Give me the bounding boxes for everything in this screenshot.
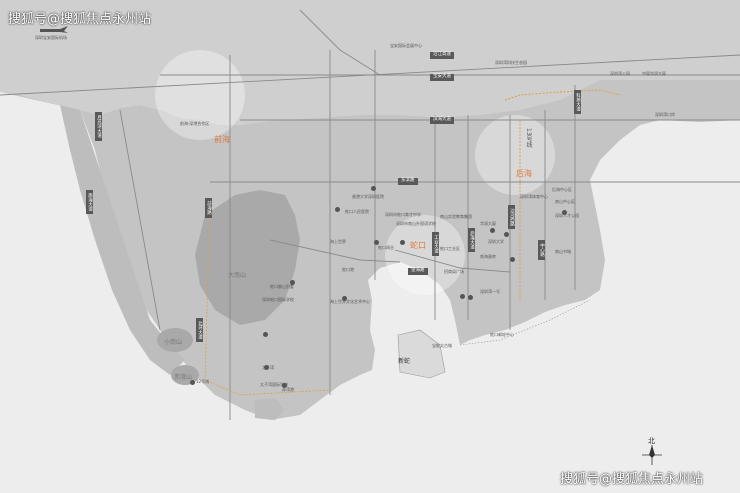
poi-dot[interactable] (510, 257, 515, 262)
district-qianhai: 前海 (214, 135, 230, 144)
road-tag-4: 东滨路 (398, 178, 418, 185)
poi-label: 深圳湾口岸 (655, 112, 675, 117)
poi-dot[interactable] (290, 280, 295, 285)
poi-label: 宝能太古城 (432, 343, 452, 348)
poi-label: 蛇口工业区 (440, 246, 460, 251)
road-tag-13: 望海路 (408, 268, 428, 275)
road-tag-3: 滨海大道 (430, 117, 454, 124)
poi-label: 海上世界文化艺术中心 (330, 299, 370, 304)
watermark-top: 搜狐号@搜狐焦点永州站 (8, 12, 152, 27)
road-tag-5: 前海路 (205, 198, 212, 218)
poi-label: 深圳人才公园 (555, 213, 579, 218)
poi-label: 深圳湾体育中心 (520, 194, 548, 199)
mountain-xiaonan: 小南山 (164, 339, 183, 346)
road-tag-12: 工业大道 (432, 232, 439, 256)
poi-dot[interactable] (190, 380, 195, 385)
road-tag-1: 沿江高速 (430, 52, 454, 59)
poi-dot[interactable] (335, 207, 340, 212)
poi-label: 深圳市蛇口育才中学 (385, 212, 421, 217)
road-tag-11: 中心路 (538, 240, 545, 260)
airport-label: 深圳宝安国际机场 (35, 35, 67, 40)
poi-label: 太子湾国际学校 (260, 382, 288, 387)
poi-label: 蛇口鲸山别墅 (270, 284, 294, 289)
poi-label: 赤湾港 (282, 387, 294, 392)
poi-dot[interactable] (374, 240, 379, 245)
poi-label: 宝安国际会展中心 (390, 43, 422, 48)
road-tag-2: 宝安大道 (430, 74, 454, 81)
poi-label: 中国华润大厦 (642, 71, 666, 76)
poi-label: 香港大学深圳医院 (352, 194, 384, 199)
poi-dot[interactable] (264, 365, 269, 370)
poi-label: 蛇口人民医院 (345, 209, 369, 214)
poi-label: 深圳大学 (488, 239, 504, 244)
poi-dot[interactable] (342, 296, 347, 301)
poi-dot[interactable] (460, 294, 465, 299)
poi-label: 海上世界 (330, 239, 346, 244)
poi-label: 南山书城 (555, 249, 571, 254)
poi-label: 前海·深港合作区 (180, 121, 210, 126)
poi-dot[interactable] (468, 295, 473, 300)
road-tag-7: 南海大道 (86, 190, 93, 214)
road-tag-10: 沙河西路 (508, 205, 515, 229)
island-label: 新蛇 (398, 358, 411, 365)
road-tag-6: 月亮湾大道 (95, 112, 102, 141)
district-houhai: 后海 (516, 169, 532, 178)
poi-label: 深圳湾公园 (610, 71, 630, 76)
poi-label: 南山中心区 (555, 199, 575, 204)
poi-label: 深圳市南山外国语学校 (396, 221, 436, 226)
poi-label: 深圳湾一号 (480, 289, 500, 294)
poi-dot[interactable] (400, 240, 405, 245)
poi-label: 招商局广场 (444, 269, 464, 274)
poi-label: 南海意库 (480, 254, 496, 259)
poi-dot[interactable] (282, 383, 287, 388)
poi-label: 后海中心区 (552, 187, 572, 192)
mountain-chiwan: 赤湾山 (174, 374, 193, 381)
poi-label: 深圳湾科技生态园 (495, 60, 527, 65)
district-shekou: 蛇口 (410, 241, 426, 250)
road-tag-14: 北环大道 (196, 318, 203, 342)
mountain-danan: 大南山 (228, 272, 247, 279)
poi-dot[interactable] (263, 332, 268, 337)
poi-dot[interactable] (504, 232, 509, 237)
poi-label: 南山实验教育集团 (440, 214, 472, 219)
poi-label: 蛇口邮轮中心 (490, 332, 514, 337)
poi-label: 深圳蛇口国际学校 (262, 297, 294, 302)
poi-dot[interactable] (371, 186, 376, 191)
poi-dot[interactable] (490, 228, 495, 233)
road-tag-9: 科苑大道 (574, 90, 581, 114)
metro-line12-label: 12号线 (196, 379, 210, 384)
road-tag-8: 后海大道 (468, 228, 475, 252)
poi-label: 蛇口网谷 (378, 245, 394, 250)
watermark-bottom: 搜狐号@搜狐焦点永州站 (560, 472, 704, 487)
compass-label: 北 (648, 437, 655, 445)
poi-label: 华润大厦 (480, 221, 496, 226)
poi-label: 蛇口港 (342, 267, 354, 272)
metro-line13-label: 13号线 (525, 128, 532, 148)
poi-dot[interactable] (562, 210, 567, 215)
